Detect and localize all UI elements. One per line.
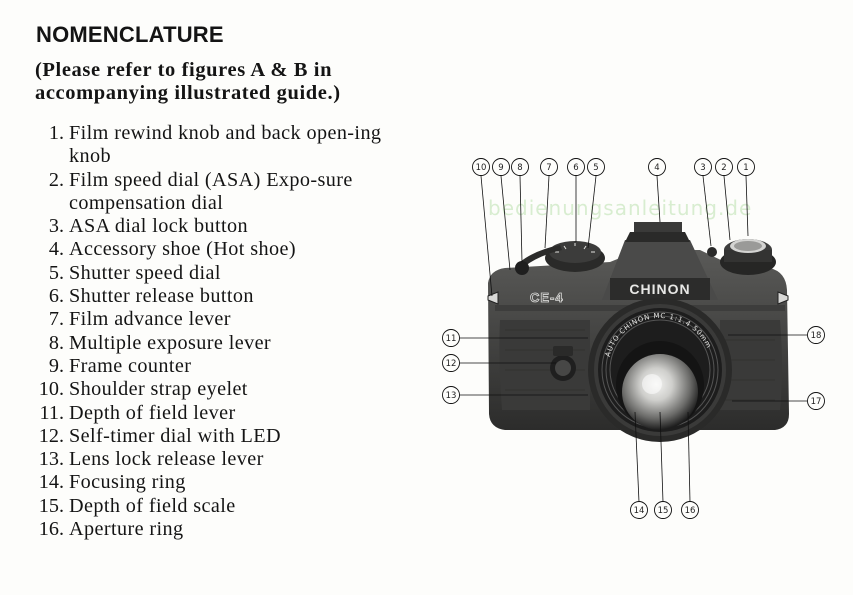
item-number: 10. — [38, 378, 64, 401]
callout-9: 9 — [498, 163, 503, 173]
item-number: 7. — [48, 308, 64, 331]
item-text: Shutter speed dial — [69, 261, 221, 284]
item-number: 12. — [38, 424, 64, 447]
callout-1: 1 — [743, 163, 748, 173]
list-item: 14.Focusing ring — [24, 471, 424, 494]
item-number: 9. — [48, 354, 64, 377]
item-number: 2. — [48, 168, 64, 191]
item-text: Aperture ring — [69, 518, 184, 541]
item-number: 8. — [48, 331, 64, 354]
item-number: 15. — [38, 494, 64, 517]
asa-lock-button — [707, 247, 717, 257]
callout-16: 16 — [685, 506, 696, 516]
lens — [588, 298, 732, 442]
item-text: Shoulder strap eyelet — [69, 378, 248, 401]
callout-12: 12 — [446, 359, 457, 369]
item-number: 11. — [39, 401, 65, 424]
item-text: Depth of field lever — [69, 401, 236, 424]
strap-eyelet-left — [487, 291, 499, 305]
item-number: 6. — [48, 285, 64, 308]
item-number: 4. — [48, 238, 64, 261]
callout-15: 15 — [658, 506, 669, 516]
item-text: Focusing ring — [69, 471, 186, 494]
item-number: 3. — [48, 215, 64, 238]
list-item: 7.Film advance lever — [24, 308, 424, 331]
list-item: 5.Shutter speed dial — [24, 262, 424, 285]
list-item: 12.Self-timer dial with LED — [24, 425, 424, 448]
nomenclature-list: 1.Film rewind knob and back open-ing kno… — [24, 122, 424, 541]
callout-leader-lines — [459, 175, 807, 503]
callout-3: 3 — [700, 163, 705, 173]
item-number: 14. — [38, 471, 64, 494]
item-text: Depth of field scale — [69, 494, 236, 517]
item-text: Accessory shoe (Hot shoe) — [69, 238, 296, 261]
callout-8: 8 — [517, 163, 522, 173]
page-subheading: (Please refer to figures A & B in accomp… — [35, 59, 341, 104]
item-number: 5. — [48, 261, 64, 284]
item-number: 16. — [38, 518, 64, 541]
item-text: ASA dial lock button — [69, 215, 249, 238]
list-item: 2.Film speed dial (ASA) Expo-sure compen… — [24, 169, 424, 216]
item-text: Multiple exposure lever — [69, 331, 272, 354]
list-item: 16.Aperture ring — [24, 518, 424, 541]
callout-2: 2 — [721, 163, 726, 173]
camera-figure: CHINON CE-4 — [442, 158, 825, 519]
callout-10: 10 — [476, 163, 487, 173]
prism-housing — [602, 222, 718, 300]
model-badge: CE-4 — [530, 290, 564, 305]
callout-11: 11 — [446, 334, 457, 344]
list-item: 9.Frame counter — [24, 355, 424, 378]
item-text: Frame counter — [69, 354, 192, 377]
shutter-speed-dial — [545, 241, 605, 272]
item-number: 1. — [48, 122, 64, 144]
item-text: Film advance lever — [69, 308, 231, 331]
callout-18: 18 — [811, 331, 822, 341]
list-item: 11.Depth of field lever — [24, 402, 424, 425]
item-text: Film speed dial (ASA) Expo-sure compensa… — [69, 168, 353, 214]
list-item: 1.Film rewind knob and back open-ing kno… — [24, 122, 424, 169]
callout-14: 14 — [634, 506, 645, 516]
item-text: Shutter release button — [69, 285, 254, 308]
callout-circles — [442, 158, 825, 519]
film-advance-lever — [515, 245, 562, 275]
callout-17: 17 — [811, 397, 822, 407]
list-item: 8.Multiple exposure lever — [24, 332, 424, 355]
brand-logo: CHINON — [629, 281, 690, 297]
callout-13: 13 — [446, 391, 457, 401]
callout-5: 5 — [593, 163, 598, 173]
callout-6: 6 — [573, 163, 578, 173]
list-item: 6.Shutter release button — [24, 285, 424, 308]
self-timer-dial — [550, 346, 576, 381]
callout-4: 4 — [654, 163, 659, 173]
list-item: 13.Lens lock release lever — [24, 448, 424, 471]
film-speed-dial — [720, 239, 776, 275]
list-item: 4.Accessory shoe (Hot shoe) — [24, 238, 424, 261]
list-item: 10.Shoulder strap eyelet — [24, 378, 424, 401]
item-text: Film rewind knob and back open-ing knob — [69, 122, 382, 168]
strap-eyelet-right — [777, 291, 789, 305]
item-number: 13. — [38, 448, 64, 471]
callout-7: 7 — [546, 163, 551, 173]
item-text: Lens lock release lever — [69, 448, 264, 471]
list-item: 3.ASA dial lock button — [24, 215, 424, 238]
item-text: Self-timer dial with LED — [69, 424, 281, 447]
list-item: 15.Depth of field scale — [24, 495, 424, 518]
page-heading: NOMENCLATURE — [36, 22, 224, 47]
